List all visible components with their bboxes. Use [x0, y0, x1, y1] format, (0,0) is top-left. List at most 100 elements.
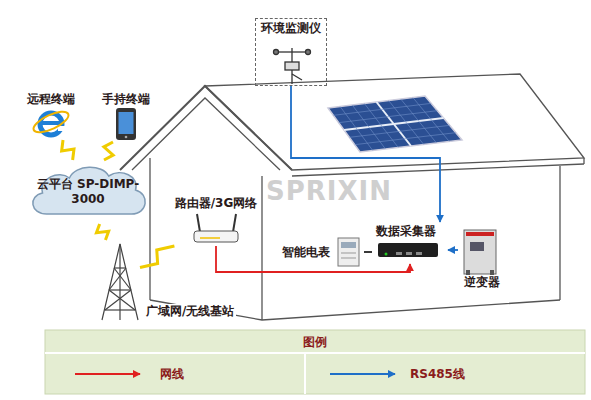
- tower-icon: [109, 268, 126, 290]
- node-label: 广域网/无线基站: [144, 304, 236, 319]
- inverter-node: 逆变器: [458, 228, 506, 292]
- house: [261, 176, 262, 320]
- phone-icon: [119, 112, 134, 134]
- legend-band: [45, 330, 585, 394]
- smart-meter-icon: [341, 242, 356, 248]
- browser-icon: [58, 126, 66, 131]
- solar-cell-line: [340, 107, 373, 151]
- solar-cell-line: [389, 101, 424, 145]
- node-label: 远程终端: [25, 92, 77, 107]
- router-icon: [194, 231, 238, 242]
- data-collector-icon: [396, 252, 402, 255]
- house: [292, 164, 584, 176]
- tower-icon: [114, 267, 126, 268]
- legend-sample: [75, 373, 140, 375]
- data-collector-icon: [416, 252, 422, 255]
- data-collector-icon: [378, 243, 438, 257]
- weather-station: [276, 51, 308, 52]
- house: [583, 158, 584, 164]
- tower-node: 广域网/无线基站: [100, 240, 140, 320]
- monitor-box: 环境监测仪: [255, 18, 327, 86]
- collector-node: 数据采集器: [372, 222, 448, 264]
- router-icon: [233, 214, 236, 232]
- legend-band: [45, 352, 585, 354]
- legend-band: [45, 330, 585, 394]
- legend-title: 图例: [303, 334, 327, 351]
- tower-icon: [114, 268, 131, 290]
- legend-sample: [330, 373, 395, 375]
- router-node: 路由器/3G网络: [169, 194, 264, 246]
- solar-cell-line: [352, 105, 385, 149]
- smart-meter-icon: [338, 238, 359, 266]
- node-label: 数据采集器: [374, 224, 438, 239]
- tower-icon: [105, 309, 135, 310]
- solar-cell-line: [401, 99, 437, 143]
- browser-icon: [42, 121, 61, 125]
- wireless-link: [104, 142, 113, 160]
- house: [559, 166, 560, 300]
- cloud-platform: 云平台 SP-DIMP-3000: [26, 160, 150, 224]
- browser-icon: [31, 108, 71, 137]
- wireless-link: [62, 140, 74, 160]
- router-icon: [200, 237, 220, 239]
- smart-meter-icon: [341, 253, 356, 254]
- inverter-icon: [470, 242, 484, 251]
- tower-icon: [105, 290, 131, 310]
- solar-cell-line: [333, 103, 431, 115]
- tower-icon: [102, 244, 138, 320]
- phone-icon: [116, 108, 136, 140]
- weather-station: [306, 50, 311, 55]
- cable: [364, 251, 372, 253]
- data-collector-icon: [378, 243, 438, 257]
- terminal-icon: 手持终端: [96, 90, 156, 142]
- cable: [448, 249, 458, 251]
- legend-text: RS485线: [410, 366, 465, 383]
- smart-meter-icon: [338, 238, 359, 266]
- phone-icon: [116, 108, 136, 140]
- wireless-link: [96, 224, 108, 240]
- tower-icon: [119, 244, 120, 320]
- house: [205, 74, 584, 170]
- solar-panel: [328, 96, 462, 152]
- house: [149, 158, 150, 300]
- node-label: 智能电表: [280, 245, 332, 260]
- legend-band: [304, 353, 306, 394]
- house: [132, 98, 280, 170]
- node-label: 环境监测仪: [259, 21, 323, 36]
- tower-icon: [102, 244, 138, 320]
- weather-station: [292, 74, 302, 80]
- solar-cell-line: [339, 111, 438, 123]
- solar-panel: [333, 98, 456, 151]
- weather-station: [285, 62, 299, 70]
- weather-station: [274, 48, 311, 84]
- browser-icon: [31, 108, 71, 137]
- wireless-link: [140, 246, 174, 268]
- router-icon: [197, 214, 200, 232]
- solar-panel: [328, 96, 462, 152]
- legend-text: 网线: [160, 366, 184, 383]
- smart-meter-icon: [341, 258, 356, 259]
- tower-icon: [109, 290, 135, 310]
- weather-station: [274, 50, 279, 55]
- node-label: 云平台 SP-DIMP-3000: [34, 177, 142, 207]
- solar-panel: [344, 118, 444, 130]
- tower-icon: [109, 289, 131, 290]
- router-icon: [194, 214, 238, 242]
- data-collector-icon: [406, 252, 412, 255]
- node-label: 手持终端: [100, 92, 152, 107]
- cloud-outline: [33, 167, 145, 214]
- data-collector-icon: [385, 253, 388, 256]
- inverter-icon: [464, 230, 496, 276]
- solar-cell-line: [364, 104, 398, 148]
- inverter-icon: [464, 230, 496, 274]
- node-label: 路由器/3G网络: [173, 196, 260, 211]
- house: [120, 74, 584, 320]
- meter-node: 智能电表: [278, 236, 364, 268]
- inverter-icon: [466, 232, 494, 236]
- phone-icon: [125, 136, 128, 139]
- node-label: 逆变器: [462, 275, 502, 290]
- solar-cell-line: [413, 98, 449, 142]
- terminal-icon: 远程终端: [21, 90, 81, 140]
- solar-cell-line: [349, 125, 449, 137]
- solar-cell-line: [355, 133, 456, 145]
